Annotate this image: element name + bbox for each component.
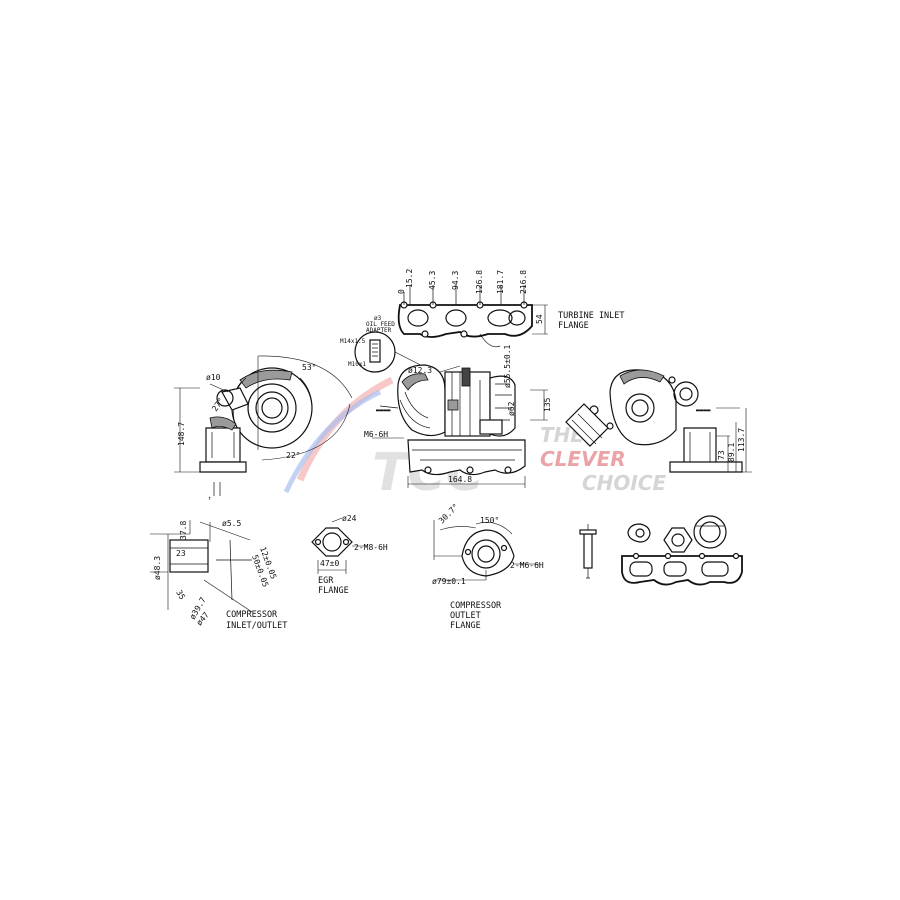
cio-dim-35: 35 [174, 589, 187, 602]
flange-dim-0: 0 [397, 289, 406, 294]
cof-dia-79: ø79±0.1 [432, 577, 466, 586]
egr-label-1: EGR [318, 576, 334, 586]
small-gasket-pair [627, 523, 651, 543]
gasket-kit-parts [579, 515, 743, 586]
center-thread-m6: M6-6H [364, 430, 388, 439]
cio-dim-37-8: 37.8 [179, 521, 188, 540]
cof-label-1: COMPRESSOR [450, 601, 502, 611]
flange-dim-15-2: 15.2 [405, 269, 414, 288]
oil-feed-label-2: OIL FEED [366, 321, 395, 328]
cof-angle-30-7: 30.7° [437, 502, 460, 525]
compressor-outlet-flange-detail: 30.7° 150° 2-M6-6H ø79±0.1 COMPRESSOR OU… [432, 502, 544, 631]
cof-thread: 2-M6-6H [510, 561, 544, 570]
cio-dim-23: 23 [176, 549, 186, 558]
oil-thread-m14: M14x1.5 [340, 338, 366, 345]
cof-angle-150: 150° [480, 516, 499, 525]
center-dia-55-5: ø55.5±0.1 [503, 344, 512, 388]
center-note-1: ▬▬▬▬ [376, 407, 391, 414]
flange-height-54: 54 [535, 314, 544, 324]
center-width-164-8: 164.8 [448, 475, 472, 484]
cio-dim-48-3: ø48.3 [153, 556, 162, 580]
watermark-line2: CLEVER [540, 447, 626, 471]
egr-dia-24: ø24 [342, 514, 357, 523]
turbine-inlet-label-1: TURBINE INLET [558, 311, 625, 321]
center-side-view: 164.8 M6-6H ø12.3 ø55.5±0.1 ø62 135 ▬▬▬▬ [364, 344, 552, 488]
egr-thread: 2-M8-6H [354, 543, 388, 552]
left-foot-note: ↑ [208, 495, 212, 502]
oil-thread-m10: M10x1 [348, 361, 366, 368]
watermark-line3: CHOICE [582, 471, 667, 495]
left-angle-53: 53° [302, 363, 316, 372]
center-dia-62: ø62 [507, 401, 516, 416]
round-gasket [693, 515, 727, 549]
cof-label-3: FLANGE [450, 621, 481, 631]
manifold-gasket [621, 552, 743, 586]
egr-gasket [663, 527, 693, 553]
right-height-113-7: 113.7 [737, 428, 746, 452]
egr-dim-47: 47±0 [320, 559, 339, 568]
turbine-inlet-flange-view: 15.2 0 45.3 94.3 126.8 181.7 216.8 54 TU… [397, 269, 625, 348]
left-angle-27: 27° [210, 396, 226, 413]
cof-label-2: OUTLET [450, 611, 481, 621]
flange-dim-181-7: 181.7 [496, 270, 505, 294]
right-view: ▬▬▬▬ 73 89.1 113.7 [565, 369, 752, 473]
flange-dim-126-8: 126.8 [475, 270, 484, 294]
oil-feed-label-1: ø3 [374, 315, 382, 322]
cio-label-2: INLET/OUTLET [226, 621, 287, 631]
right-note: ▬▬▬▬ [696, 407, 711, 414]
oil-feed-adapter-detail: ø3 OIL FEED ADAPTER M14x1.5 M10x1 [340, 315, 441, 376]
right-height-73: 73 [717, 450, 726, 460]
left-angle-22: 22° [286, 451, 300, 460]
sealant-tube-icon [579, 524, 597, 579]
flange-dim-216-8: 216.8 [519, 270, 528, 294]
oil-feed-label-3: ADAPTER [366, 327, 392, 334]
cio-dim-5-5: ø5.5 [222, 519, 241, 528]
cio-label-1: COMPRESSOR [226, 610, 278, 620]
left-dia-10: ø10 [206, 373, 221, 382]
compressor-inlet-outlet-detail: 37.8 23 ø48.3 ø39.7 ø47 12±0.05 50±0.05 … [150, 519, 287, 631]
flange-dim-45-3: 45.3 [428, 271, 437, 290]
egr-label-2: FLANGE [318, 586, 349, 596]
center-dia-12-3: ø12.3 [408, 366, 432, 375]
center-side-135: 135 [543, 397, 552, 412]
left-view: 53° 22° ↑ ø10 27° 148.7 [174, 355, 353, 502]
left-height-148-7: 148.7 [177, 422, 186, 446]
right-height-89-1: 89.1 [727, 443, 736, 462]
flange-dim-94-3: 94.3 [451, 271, 460, 290]
egr-flange-detail: ø24 2-M8-6H 47±0 EGR FLANGE [311, 514, 388, 596]
turbine-inlet-label-2: FLANGE [558, 321, 589, 331]
